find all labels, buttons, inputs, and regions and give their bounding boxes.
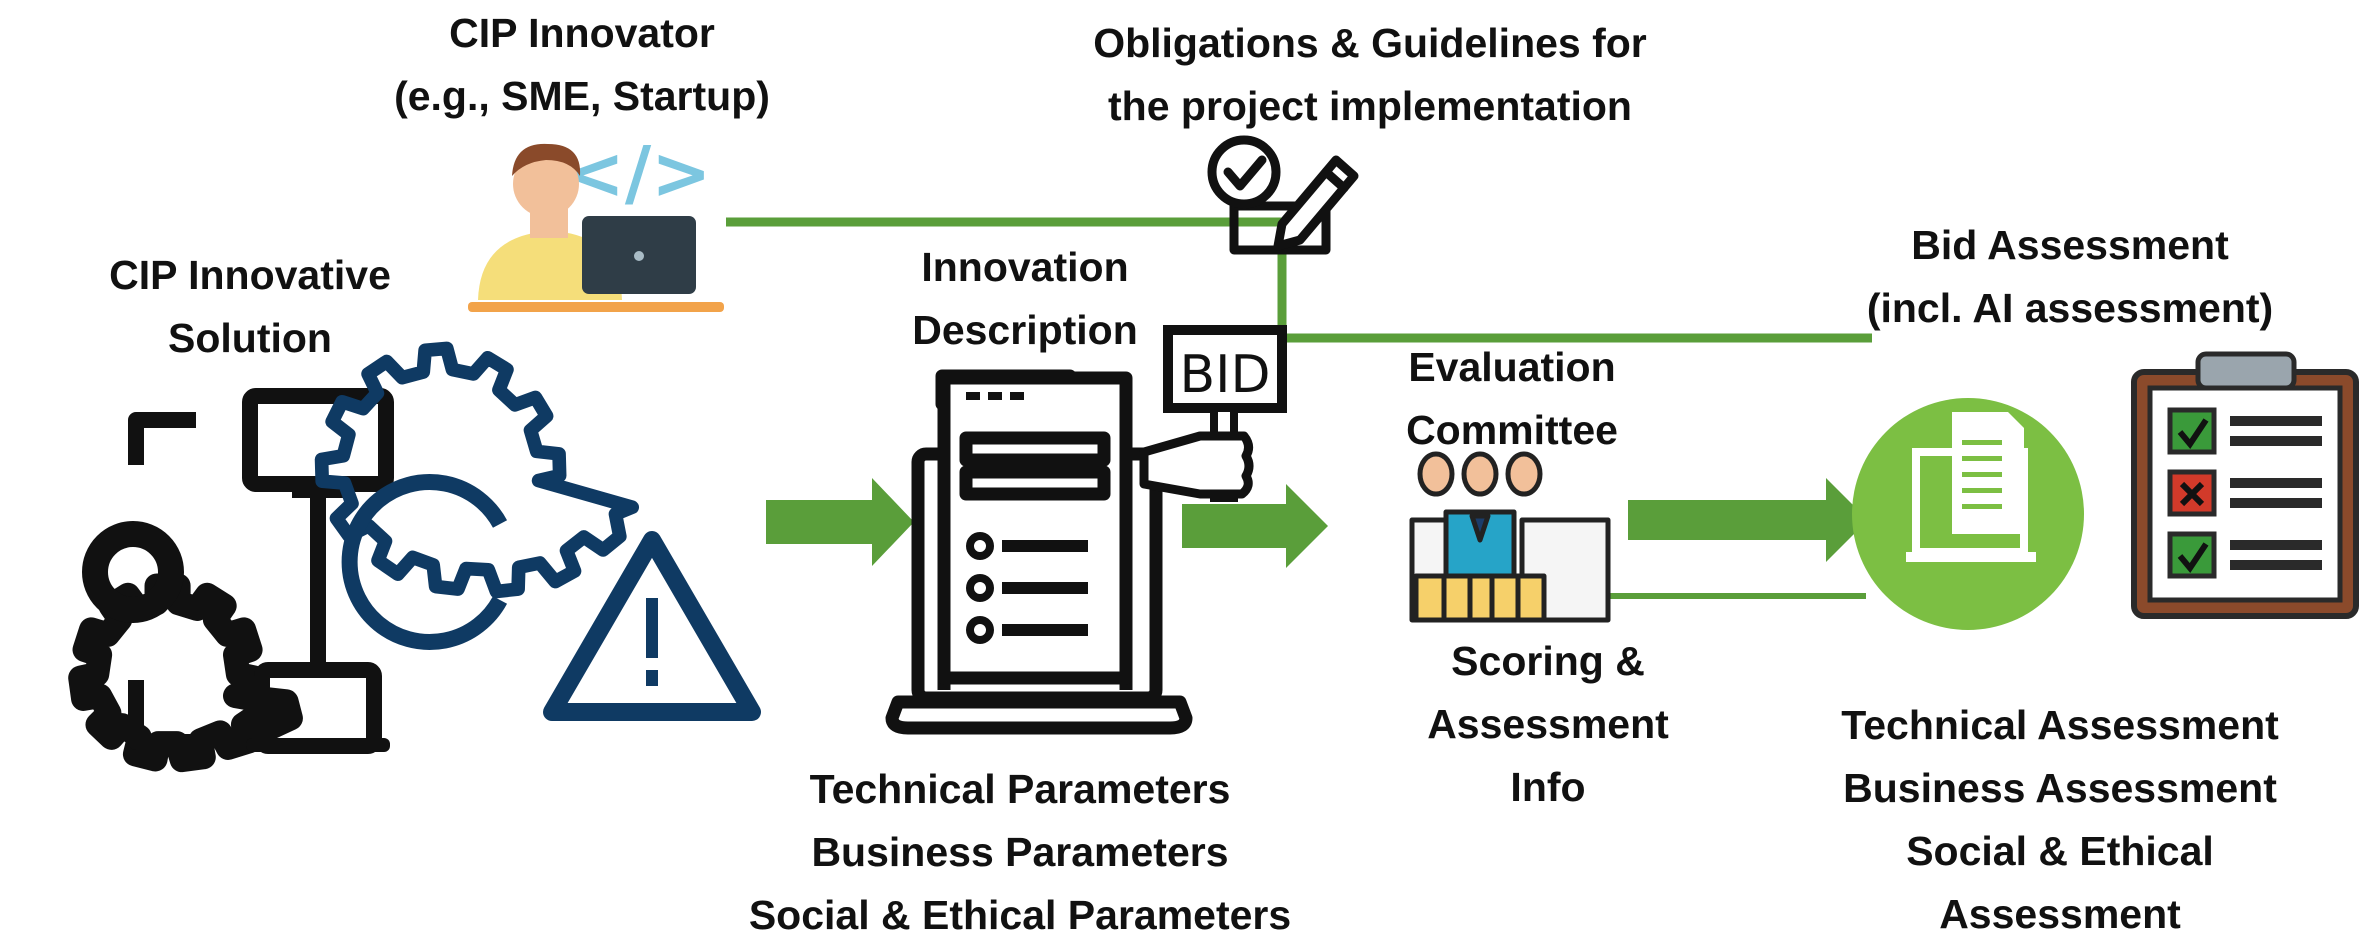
arrow-committee-to-assessment xyxy=(1628,478,1868,562)
scoring-label: Scoring & Assessment Info xyxy=(1388,630,1708,819)
arrow-description-to-committee xyxy=(1182,484,1328,568)
solution-label: CIP Innovative Solution xyxy=(50,244,450,370)
obligations-label-line-1: Obligations & Guidelines for xyxy=(1093,20,1647,66)
ai-document-laptop-icon xyxy=(1852,398,2084,630)
description-label-line-1: Innovation xyxy=(921,244,1129,290)
bid-sign-text: BID xyxy=(1179,345,1270,405)
clipboard-checklist-icon xyxy=(2131,351,2359,619)
svg-text:</>: </> xyxy=(565,131,712,215)
scoring-label-line-1: Scoring & xyxy=(1451,638,1645,684)
solution-label-line-1: CIP Innovative xyxy=(109,252,391,298)
description-label: Innovation Description xyxy=(860,236,1190,362)
bid-assessment-label-line-2: (incl. AI assessment) xyxy=(1866,285,2274,331)
innovator-label-line-2: (e.g., SME, Startup) xyxy=(394,73,770,119)
developer-laptop-icon: </> xyxy=(468,131,724,312)
scoring-label-line-2: Assessment xyxy=(1427,701,1669,747)
obligations-label-line-2: the project implementation xyxy=(1108,83,1632,129)
team-icon xyxy=(1409,451,1611,623)
committee-label-line-1: Evaluation xyxy=(1408,344,1616,390)
checklist-pen-icon xyxy=(1207,135,1359,255)
arrow-solution-to-description xyxy=(766,478,914,566)
assessments-label: Technical Assessment Business Assessment… xyxy=(1780,694,2340,946)
laptop-bid-form-icon: BID xyxy=(885,325,1287,735)
assessments-label-line-1: Technical Assessment xyxy=(1841,702,2279,748)
scoring-label-line-3: Info xyxy=(1510,764,1586,810)
description-label-line-2: Description xyxy=(912,307,1138,353)
committee-label-line-2: Committee xyxy=(1406,407,1618,453)
gear-warning-icon xyxy=(314,341,761,721)
innovator-label-line-1: CIP Innovator xyxy=(449,10,715,56)
parameters-label-line-1: Technical Parameters xyxy=(809,766,1231,812)
bid-assessment-label-line-1: Bid Assessment xyxy=(1911,222,2229,268)
assessments-label-line-3: Social & Ethical xyxy=(1906,828,2214,874)
bid-assessment-label: Bid Assessment (incl. AI assessment) xyxy=(1840,214,2300,340)
assessments-label-line-2: Business Assessment xyxy=(1843,765,2277,811)
committee-label: Evaluation Committee xyxy=(1352,336,1672,462)
parameters-label-line-3: Social & Ethical Parameters xyxy=(748,892,1292,938)
solution-label-line-2: Solution xyxy=(168,315,332,361)
parameters-label-line-2: Business Parameters xyxy=(811,829,1229,875)
parameters-label: Technical Parameters Business Parameters… xyxy=(660,758,1380,947)
obligations-label: Obligations & Guidelines for the project… xyxy=(1020,12,1720,138)
arrow-scoring-feedback xyxy=(1566,586,1866,606)
innovator-label: CIP Innovator (e.g., SME, Startup) xyxy=(332,2,832,128)
assessments-label-line-4: Assessment xyxy=(1939,891,2181,937)
